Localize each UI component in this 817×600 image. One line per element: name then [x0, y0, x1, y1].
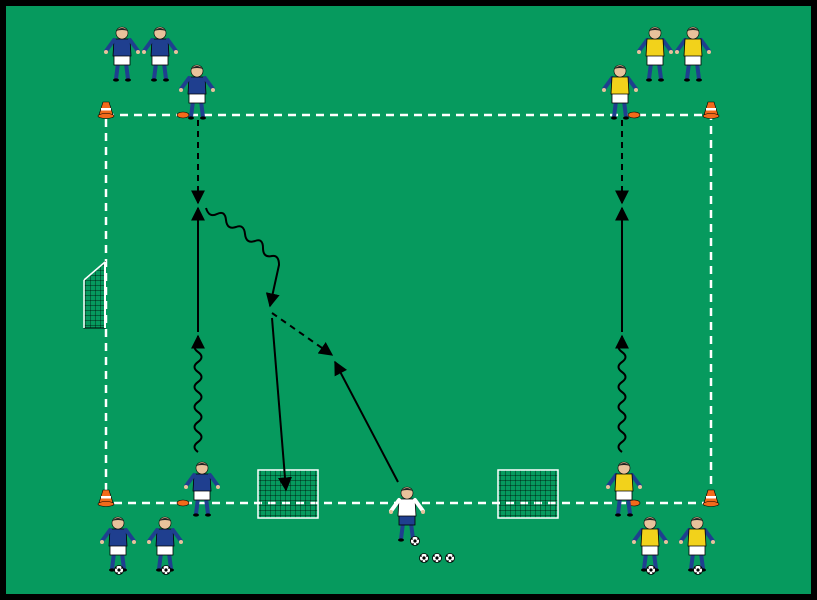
- mini-goal-icon: [497, 469, 559, 519]
- shot-arrow: [271, 317, 292, 492]
- side-goal-icon: [83, 260, 106, 329]
- disc-marker-icon: [176, 499, 190, 507]
- dribble-arrow: [615, 334, 629, 453]
- mini-goal-icon: [257, 469, 319, 519]
- soccer-ball-icon: [646, 565, 656, 575]
- soccer-ball-icon: [445, 553, 455, 563]
- run-arrow: [271, 312, 334, 356]
- soccer-ball-icon: [693, 565, 703, 575]
- dribble-arrow: [191, 334, 205, 453]
- pass-arrow: [334, 360, 399, 483]
- soccer-ball-icon: [432, 553, 442, 563]
- soccer-ball-icon: [161, 565, 171, 575]
- soccer-ball-icon: [419, 553, 429, 563]
- dribble-arrow: [205, 207, 281, 308]
- drill-arrows: [191, 120, 629, 492]
- disc-marker-icon: [176, 111, 190, 119]
- soccer-ball-icon: [410, 536, 420, 546]
- soccer-ball-icon: [114, 565, 124, 575]
- disc-marker-icon: [627, 111, 641, 119]
